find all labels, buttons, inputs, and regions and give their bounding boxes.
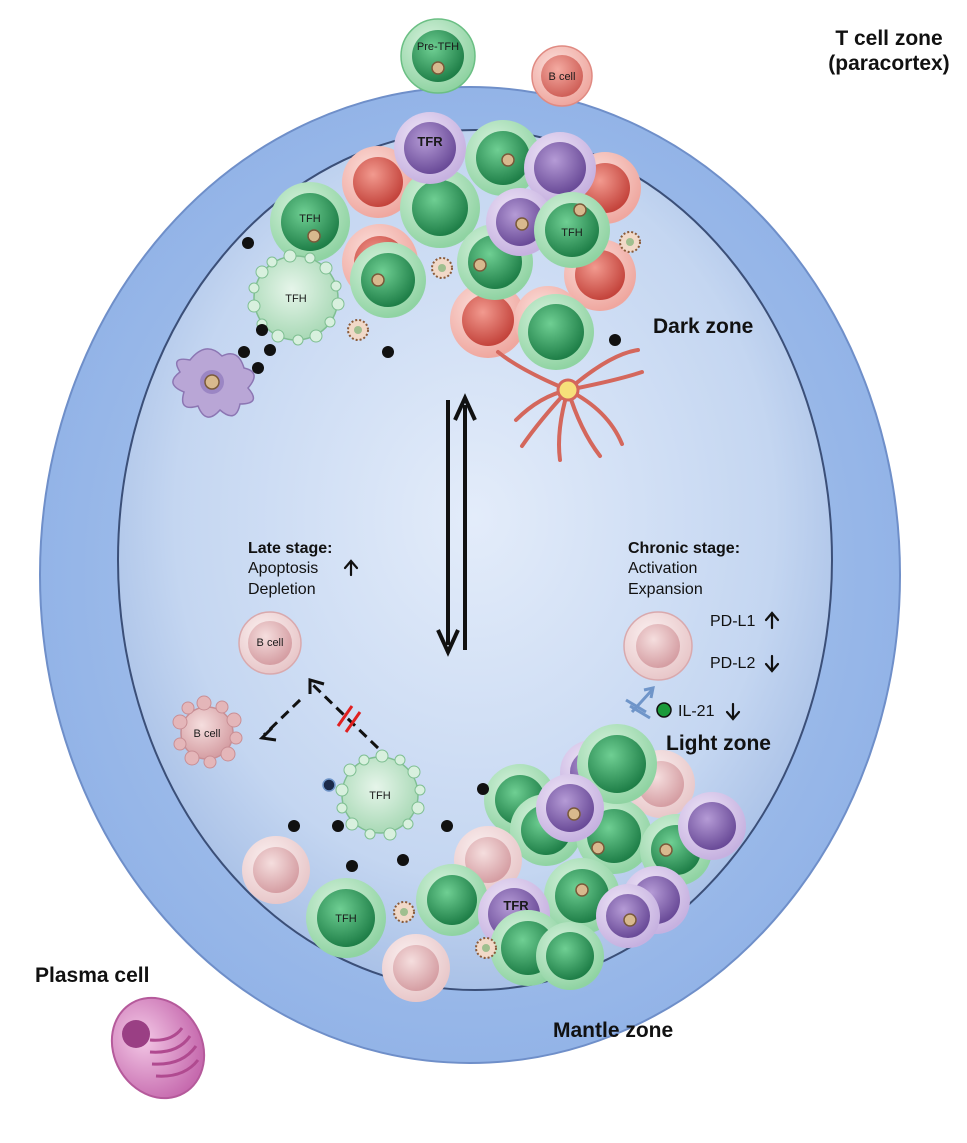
late-stage-colon: : xyxy=(327,540,332,557)
virus-icon xyxy=(573,203,587,217)
virion-icon xyxy=(347,319,369,341)
virus-icon xyxy=(371,273,385,287)
late-stage-line2: Depletion xyxy=(248,581,316,598)
pre-tfh-cell: Pre-TFH xyxy=(400,18,476,94)
chronic-stage-title: Chronic stage xyxy=(628,540,735,557)
virus-icon xyxy=(501,153,515,167)
tfh-label: TFH xyxy=(335,913,356,925)
lz-tfh-cell xyxy=(536,922,604,990)
virus-icon xyxy=(473,258,487,272)
dz-tfr-cell-labelled: TFR xyxy=(394,112,466,184)
mantle-zone-label: Mantle zone xyxy=(553,1019,673,1042)
virion-icon xyxy=(431,257,453,279)
lz-tfh-cell-large xyxy=(577,724,657,804)
lz-tfr-cell xyxy=(596,884,660,948)
virus-icon xyxy=(575,883,589,897)
virus-icon xyxy=(659,843,673,857)
blocked-icon xyxy=(336,705,362,733)
lz-b-cell xyxy=(242,836,310,904)
virion-icon xyxy=(475,937,497,959)
virus-icon xyxy=(204,374,220,390)
tfr-label: TFR xyxy=(417,134,443,149)
virion-icon xyxy=(619,231,641,253)
il-21-label: IL-21 xyxy=(678,703,715,720)
dz-b-cell xyxy=(450,282,526,358)
svg-text:Late stage:: Late stage: xyxy=(248,540,332,557)
virus-icon xyxy=(623,913,637,927)
svg-text:Chronic stage:: Chronic stage: xyxy=(628,540,740,557)
virus-icon xyxy=(431,61,445,75)
dark-zone-label: Dark zone xyxy=(653,315,753,338)
chronic-stage-line1: Activation xyxy=(628,560,697,577)
lz-tfr-cell xyxy=(678,792,746,860)
chronic-stage-note: Chronic stage: Activation Expansion xyxy=(628,540,740,598)
late-stage-note: Late stage: Apoptosis Depletion xyxy=(248,540,359,598)
lz-b-cell xyxy=(382,934,450,1002)
light-zone-cell-cluster: TFR xyxy=(416,724,746,990)
follicular-dendritic-cell xyxy=(496,348,644,462)
plasma-cell-label: Plasma cell xyxy=(35,964,149,987)
dendritic-cell xyxy=(172,348,255,418)
virion-icon xyxy=(393,901,415,923)
dz-tfh-cell xyxy=(350,242,426,318)
dz-tfh-cell xyxy=(518,294,594,370)
tfh-label: TFH xyxy=(299,213,320,225)
virus-icon xyxy=(591,841,605,855)
arrow-up-icon xyxy=(343,559,359,577)
pd-l1-label: PD-L1 xyxy=(710,613,755,630)
apoptotic-b-cell: B cell xyxy=(172,695,243,769)
b-cell-label: B cell xyxy=(257,637,284,649)
dark-zone-cell-cluster: TFH TFR TFH xyxy=(270,112,641,370)
chronic-stage-colon: : xyxy=(735,540,740,557)
light-zone-activated-tfh: TFH xyxy=(335,749,426,841)
activated-tfh-cell: TFH xyxy=(247,249,345,346)
late-stage-line1: Apoptosis xyxy=(248,560,318,577)
migration-arrows xyxy=(436,393,477,657)
arrow-down-icon xyxy=(725,702,741,721)
arrow-down-icon xyxy=(764,654,780,673)
il21-receptor-icon xyxy=(625,686,655,720)
b-cell-t-zone-label: B cell xyxy=(549,71,576,83)
tfh-label: TFH xyxy=(369,790,390,802)
cytokine-dots-dark-zone xyxy=(238,237,621,374)
cytokine-dots-light-zone xyxy=(288,778,489,872)
lz-tfh-cell xyxy=(416,864,488,936)
tfr-label: TFR xyxy=(503,898,529,913)
dz-tfh-cell xyxy=(400,168,480,248)
lz-tfh-cell-labelled: TFH xyxy=(306,878,386,958)
arrow-up-icon xyxy=(764,611,780,630)
late-stage-b-cell: B cell xyxy=(238,611,302,675)
chronic-stage-b-cell xyxy=(623,611,693,681)
light-zone-label: Light zone xyxy=(666,732,771,755)
b-cell-label: B cell xyxy=(194,728,221,740)
dz-b-cell xyxy=(342,146,414,218)
arrowheads xyxy=(258,678,325,742)
tfh-label: TFH xyxy=(285,293,306,305)
dz-tfh-cell-labelled: TFH xyxy=(270,182,350,262)
virus-icon xyxy=(567,807,581,821)
b-cell-t-zone: B cell xyxy=(531,45,593,107)
dz-tfr-cell xyxy=(524,132,596,204)
lz-tfr-cell xyxy=(536,774,604,842)
il21-molecule-icon xyxy=(656,702,672,718)
dz-tfh-cell-labelled: TFH xyxy=(534,192,610,268)
paracortex-label: (paracortex) xyxy=(828,52,949,75)
virus-icon xyxy=(515,217,529,231)
chronic-stage-line2: Expansion xyxy=(628,581,703,598)
dz-tfh-cell xyxy=(465,120,541,196)
plasma-cell xyxy=(110,996,206,1100)
pd-l2-label: PD-L2 xyxy=(710,655,755,672)
pre-tfh-label: Pre-TFH xyxy=(417,41,459,53)
tfh-label: TFH xyxy=(561,227,582,239)
virus-icon xyxy=(307,229,321,243)
t-cell-zone-label: T cell zone xyxy=(835,27,942,50)
late-stage-title: Late stage xyxy=(248,540,327,557)
